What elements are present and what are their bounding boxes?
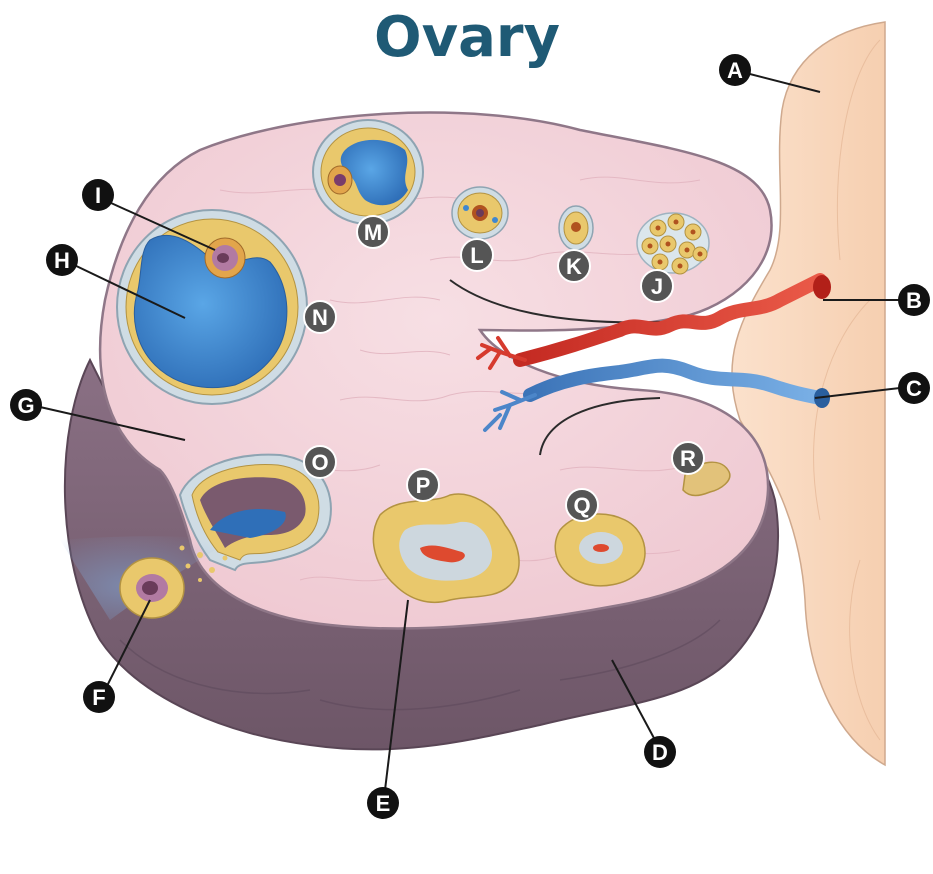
svg-text:C: C (906, 376, 922, 401)
svg-text:P: P (416, 473, 431, 498)
svg-text:H: H (54, 248, 70, 273)
label-O: O (304, 446, 336, 478)
svg-text:R: R (680, 446, 696, 471)
released-oocyte (120, 558, 184, 618)
svg-text:A: A (727, 58, 743, 83)
regressing-corpus-luteum (555, 514, 645, 586)
diagram-title: Ovary (374, 5, 560, 70)
label-F: F (83, 681, 115, 713)
label-N: N (304, 301, 336, 333)
label-J: J (641, 270, 673, 302)
label-D: D (644, 736, 676, 768)
label-R: R (672, 442, 704, 474)
primary-follicle (559, 206, 593, 250)
svg-text:L: L (470, 243, 483, 268)
svg-text:I: I (95, 183, 101, 208)
svg-text:M: M (364, 220, 382, 245)
label-P: P (407, 469, 439, 501)
graafian-follicle (117, 210, 307, 404)
label-G: G (10, 389, 42, 421)
primordial-follicles (637, 213, 709, 274)
svg-text:O: O (311, 450, 328, 475)
label-A: A (719, 54, 751, 86)
svg-text:F: F (92, 685, 105, 710)
svg-text:N: N (312, 305, 328, 330)
svg-text:G: G (17, 393, 34, 418)
label-B: B (898, 284, 930, 316)
secondary-follicle (452, 187, 508, 239)
svg-text:Q: Q (573, 493, 590, 518)
svg-text:D: D (652, 740, 668, 765)
label-L: L (461, 239, 493, 271)
early-antral-follicle (313, 120, 423, 224)
svg-text:J: J (651, 274, 663, 299)
svg-text:B: B (906, 288, 922, 313)
label-K: K (558, 250, 590, 282)
label-M: M (357, 216, 389, 248)
label-E: E (367, 787, 399, 819)
label-H: H (46, 244, 78, 276)
label-I: I (82, 179, 114, 211)
label-C: C (898, 372, 930, 404)
svg-text:E: E (376, 791, 391, 816)
label-Q: Q (566, 489, 598, 521)
svg-text:K: K (566, 254, 582, 279)
